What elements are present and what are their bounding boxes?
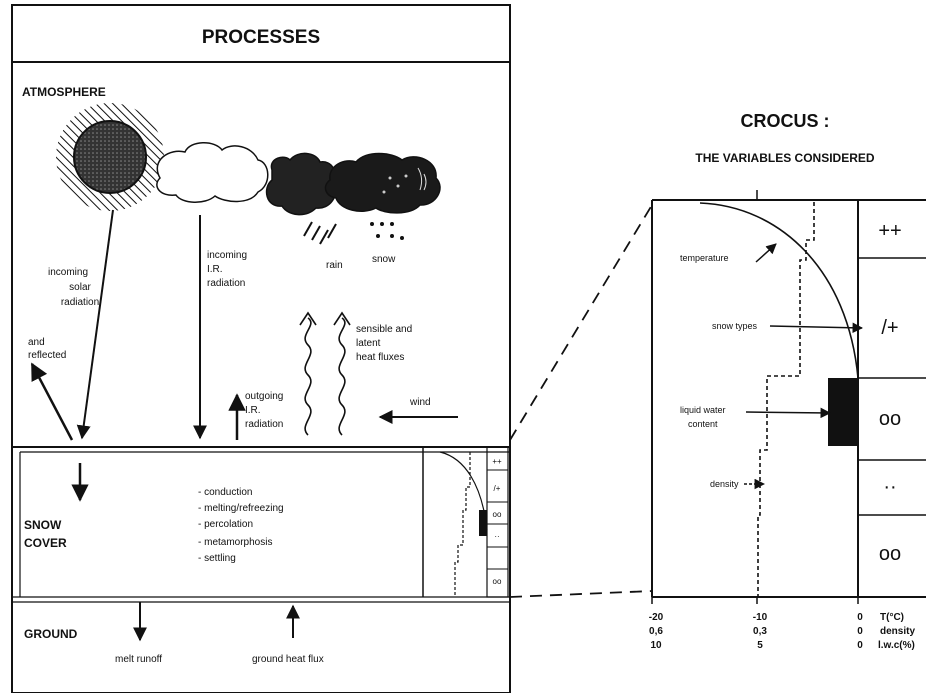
solar-radiation-arrow: [82, 210, 113, 438]
density-profile: [758, 202, 814, 597]
zoom-line-top: [510, 205, 652, 440]
svg-text:radiation: radiation: [207, 278, 245, 289]
snow-icon: [370, 222, 404, 240]
svg-text:- percolation: - percolation: [198, 519, 253, 530]
snow-cover-label: SNOW COVER: [24, 518, 67, 550]
svg-text:- metamorphosis: - metamorphosis: [198, 537, 272, 548]
snow-processes-list: - conduction - melting/refreezing - perc…: [198, 487, 284, 564]
svg-text:- conduction: - conduction: [198, 487, 252, 498]
svg-text:sensible and: sensible and: [356, 324, 412, 335]
svg-text:incoming: incoming: [207, 250, 247, 261]
svg-text:0,3: 0,3: [753, 626, 767, 637]
svg-text:T(°C): T(°C): [880, 612, 904, 623]
white-cloud-icon: [157, 143, 268, 203]
svg-text:incoming: incoming: [48, 267, 88, 278]
rain-label: rain: [326, 260, 343, 271]
svg-text:and: and: [28, 337, 45, 348]
svg-text:++: ++: [492, 457, 502, 466]
density-label: density: [710, 479, 739, 489]
svg-text:-10: -10: [753, 612, 768, 623]
svg-text:radiation: radiation: [61, 297, 99, 308]
liquid-water-label: liquid water content: [680, 405, 726, 429]
crocus-title: CROCUS :: [741, 111, 830, 131]
melt-runoff-label: melt runoff: [115, 654, 162, 665]
svg-text:reflected: reflected: [28, 350, 66, 361]
svg-text:heat fluxes: heat fluxes: [356, 352, 404, 363]
svg-text:0: 0: [857, 640, 863, 651]
svg-text:0: 0: [857, 626, 863, 637]
svg-text:-20: -20: [649, 612, 664, 623]
svg-text:latent: latent: [356, 338, 381, 349]
atmosphere-label: ATMOSPHERE: [22, 85, 106, 99]
sun-icon: [56, 103, 164, 211]
svg-text:radiation: radiation: [245, 419, 283, 430]
snow-label: snow: [372, 254, 396, 265]
dark-cloud-icon: [267, 153, 336, 214]
svg-text:I.R.: I.R.: [245, 405, 261, 416]
svg-text:/+: /+: [881, 317, 898, 339]
axis-labels: -20 -10 0 T(°C) 0,6 0,3 0 density 10 5 0…: [649, 612, 916, 651]
svg-text:- melting/refreezing: - melting/refreezing: [198, 503, 284, 514]
svg-text:··: ··: [883, 476, 896, 498]
crocus-subtitle: THE VARIABLES CONSIDERED: [695, 151, 874, 165]
heat-flux-arrows: [300, 313, 350, 435]
outgoing-ir-label: outgoing I.R. radiation: [245, 391, 283, 430]
liquid-water-bar: [828, 378, 858, 446]
svg-text:solar: solar: [69, 282, 91, 293]
wind-label: wind: [409, 397, 431, 408]
svg-text:/+: /+: [494, 484, 501, 493]
incoming-solar-label: incoming solar radiation: [48, 267, 99, 308]
rain-icon: [304, 222, 336, 244]
svg-text:density: density: [880, 626, 915, 637]
svg-text:oo: oo: [493, 510, 502, 519]
incoming-ir-label: incoming I.R. radiation: [207, 250, 247, 289]
svg-text:5: 5: [757, 640, 763, 651]
svg-text:0: 0: [857, 612, 863, 623]
svg-text:outgoing: outgoing: [245, 391, 283, 402]
svg-text:oo: oo: [493, 577, 502, 586]
snow-types-label: snow types: [712, 321, 758, 331]
svg-text:COVER: COVER: [24, 536, 67, 550]
svg-text:- settling: - settling: [198, 553, 236, 564]
temperature-curve: [700, 203, 858, 378]
snow-type-symbols: ++ /+ oo ·· oo: [878, 220, 901, 565]
processes-panel: PROCESSES ATMOSPHERE: [12, 5, 510, 693]
zoom-line-bottom: [510, 591, 652, 597]
processes-title: PROCESSES: [202, 27, 320, 48]
ground-heat-label: ground heat flux: [252, 654, 324, 665]
svg-text:I.R.: I.R.: [207, 264, 223, 275]
svg-text:oo: oo: [879, 408, 901, 430]
svg-text:liquid water: liquid water: [680, 405, 726, 415]
svg-text:SNOW: SNOW: [24, 518, 62, 532]
svg-text:0,6: 0,6: [649, 626, 663, 637]
svg-text:++: ++: [878, 220, 901, 242]
svg-text:··: ··: [494, 532, 499, 541]
reflected-radiation-arrow: [32, 364, 72, 440]
heat-fluxes-label: sensible and latent heat fluxes: [356, 324, 412, 363]
svg-text:l.w.c(%): l.w.c(%): [878, 640, 915, 651]
ground-label: GROUND: [24, 627, 78, 641]
svg-text:content: content: [688, 419, 718, 429]
crocus-panel: CROCUS : THE VARIABLES CONSIDERED temper…: [649, 111, 926, 651]
svg-text:oo: oo: [879, 543, 901, 565]
reflected-label: and reflected: [28, 337, 66, 361]
storm-cloud-icon: [325, 154, 440, 213]
svg-text:10: 10: [650, 640, 662, 651]
mini-crocus-inset: ++ /+ oo ·· oo: [423, 447, 508, 597]
temperature-label: temperature: [680, 253, 729, 263]
